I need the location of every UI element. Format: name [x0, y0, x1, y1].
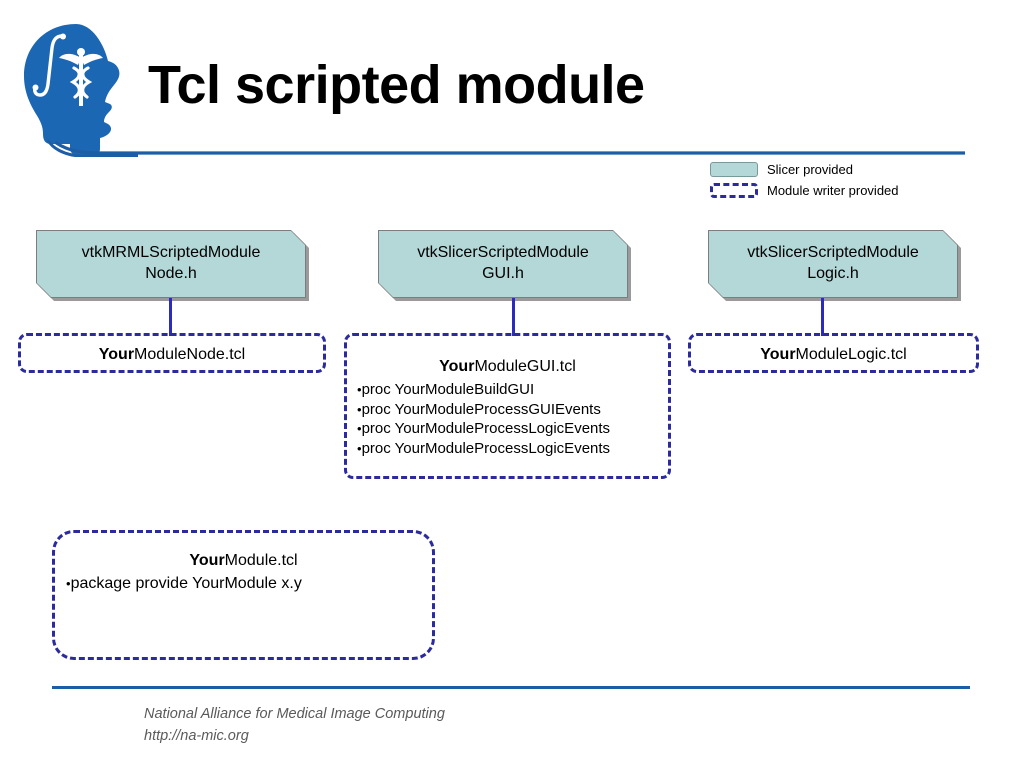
file-box-title: YourModuleNode.tcl [21, 345, 323, 365]
bullet-list: •package provide YourModule x.y [55, 574, 432, 595]
connector-line-logic [821, 298, 824, 336]
footer-line-2: http://na-mic.org [144, 727, 249, 744]
file-box-module-tcl: YourModule.tcl •package provide YourModu… [52, 530, 435, 660]
solid-teal-swatch-icon [710, 162, 758, 177]
file-box-title-bold: Your [439, 358, 475, 375]
file-box-title: YourModule.tcl [55, 551, 432, 571]
box-fill: vtkSlicerScriptedModule GUI.h [379, 231, 627, 297]
dashed-navy-swatch-icon [710, 183, 758, 198]
list-item: •proc YourModuleProcessLogicEvents [357, 439, 668, 459]
connector-line-node [169, 298, 172, 336]
header-box-slicer-logic: vtkSlicerScriptedModule Logic.h [708, 230, 958, 298]
file-box-module-logic-tcl: YourModuleLogic.tcl [688, 333, 979, 373]
header-box-mrml-node: vtkMRMLScriptedModule Node.h [36, 230, 306, 298]
bullet-dot-icon: • [357, 382, 362, 397]
list-item: •proc YourModuleProcessGUIEvents [357, 400, 668, 420]
legend-item-slicer-provided: Slicer provided [710, 160, 1000, 179]
bullet-list: •proc YourModuleBuildGUI •proc YourModul… [347, 380, 668, 458]
file-box-title-bold: Your [189, 552, 225, 569]
list-item-label: package provide YourModule x.y [70, 575, 302, 592]
header-box-line1: vtkSlicerScriptedModule [747, 244, 919, 262]
list-item: •package provide YourModule x.y [66, 574, 432, 595]
bullet-dot-icon: • [357, 440, 362, 456]
na-mic-logo [18, 22, 138, 158]
footer: National Alliance for Medical Image Comp… [144, 704, 445, 748]
file-box-module-gui-tcl: YourModuleGUI.tcl •proc YourModuleBuildG… [344, 333, 671, 479]
list-item-label: proc YourModuleProcessLogicEvents [361, 439, 611, 457]
list-item-label: proc YourModuleProcessLogicEvents [361, 420, 611, 437]
file-box-title: YourModuleGUI.tcl [347, 357, 668, 377]
footer-divider [52, 686, 970, 689]
bullet-dot-icon: • [357, 421, 362, 436]
legend-item-module-writer-provided: Module writer provided [710, 181, 1000, 200]
box-fill: vtkSlicerScriptedModule Logic.h [709, 231, 957, 297]
list-item: •proc YourModuleProcessLogicEvents [357, 419, 668, 439]
header-box-line1: vtkMRMLScriptedModule [81, 244, 261, 262]
header-box-line2: Logic.h [807, 265, 859, 282]
header-box-line1: vtkSlicerScriptedModule [417, 244, 589, 262]
header-box-line2: GUI.h [482, 265, 524, 282]
file-box-title-rest: Module.tcl [224, 552, 298, 569]
header-box-slicer-gui: vtkSlicerScriptedModule GUI.h [378, 230, 628, 298]
file-box-module-node-tcl: YourModuleNode.tcl [18, 333, 326, 373]
bullet-dot-icon: • [66, 576, 71, 591]
file-box-title-bold: Your [760, 346, 796, 363]
box-fill: vtkMRMLScriptedModule Node.h [37, 231, 305, 297]
legend-label: Slicer provided [767, 162, 853, 177]
file-box-title-bold: Your [98, 346, 135, 363]
footer-line-1: National Alliance for Medical Image Comp… [144, 706, 445, 722]
header-divider [54, 140, 965, 156]
header-box-line2: Node.h [145, 265, 197, 282]
legend-label: Module writer provided [767, 183, 899, 198]
bullet-dot-icon: • [357, 401, 362, 417]
file-box-title-rest: ModuleLogic.tcl [795, 346, 907, 363]
list-item-label: proc YourModuleProcessGUIEvents [361, 400, 601, 418]
legend: Slicer provided Module writer provided [710, 160, 1000, 202]
file-box-title: YourModuleLogic.tcl [691, 345, 976, 365]
page-title: Tcl scripted module [148, 55, 645, 115]
connector-line-gui [512, 298, 515, 336]
list-item: •proc YourModuleBuildGUI [357, 380, 668, 400]
file-box-title-rest: ModuleGUI.tcl [474, 358, 576, 375]
file-box-title-rest: ModuleNode.tcl [134, 346, 246, 363]
list-item-label: proc YourModuleBuildGUI [361, 381, 535, 398]
